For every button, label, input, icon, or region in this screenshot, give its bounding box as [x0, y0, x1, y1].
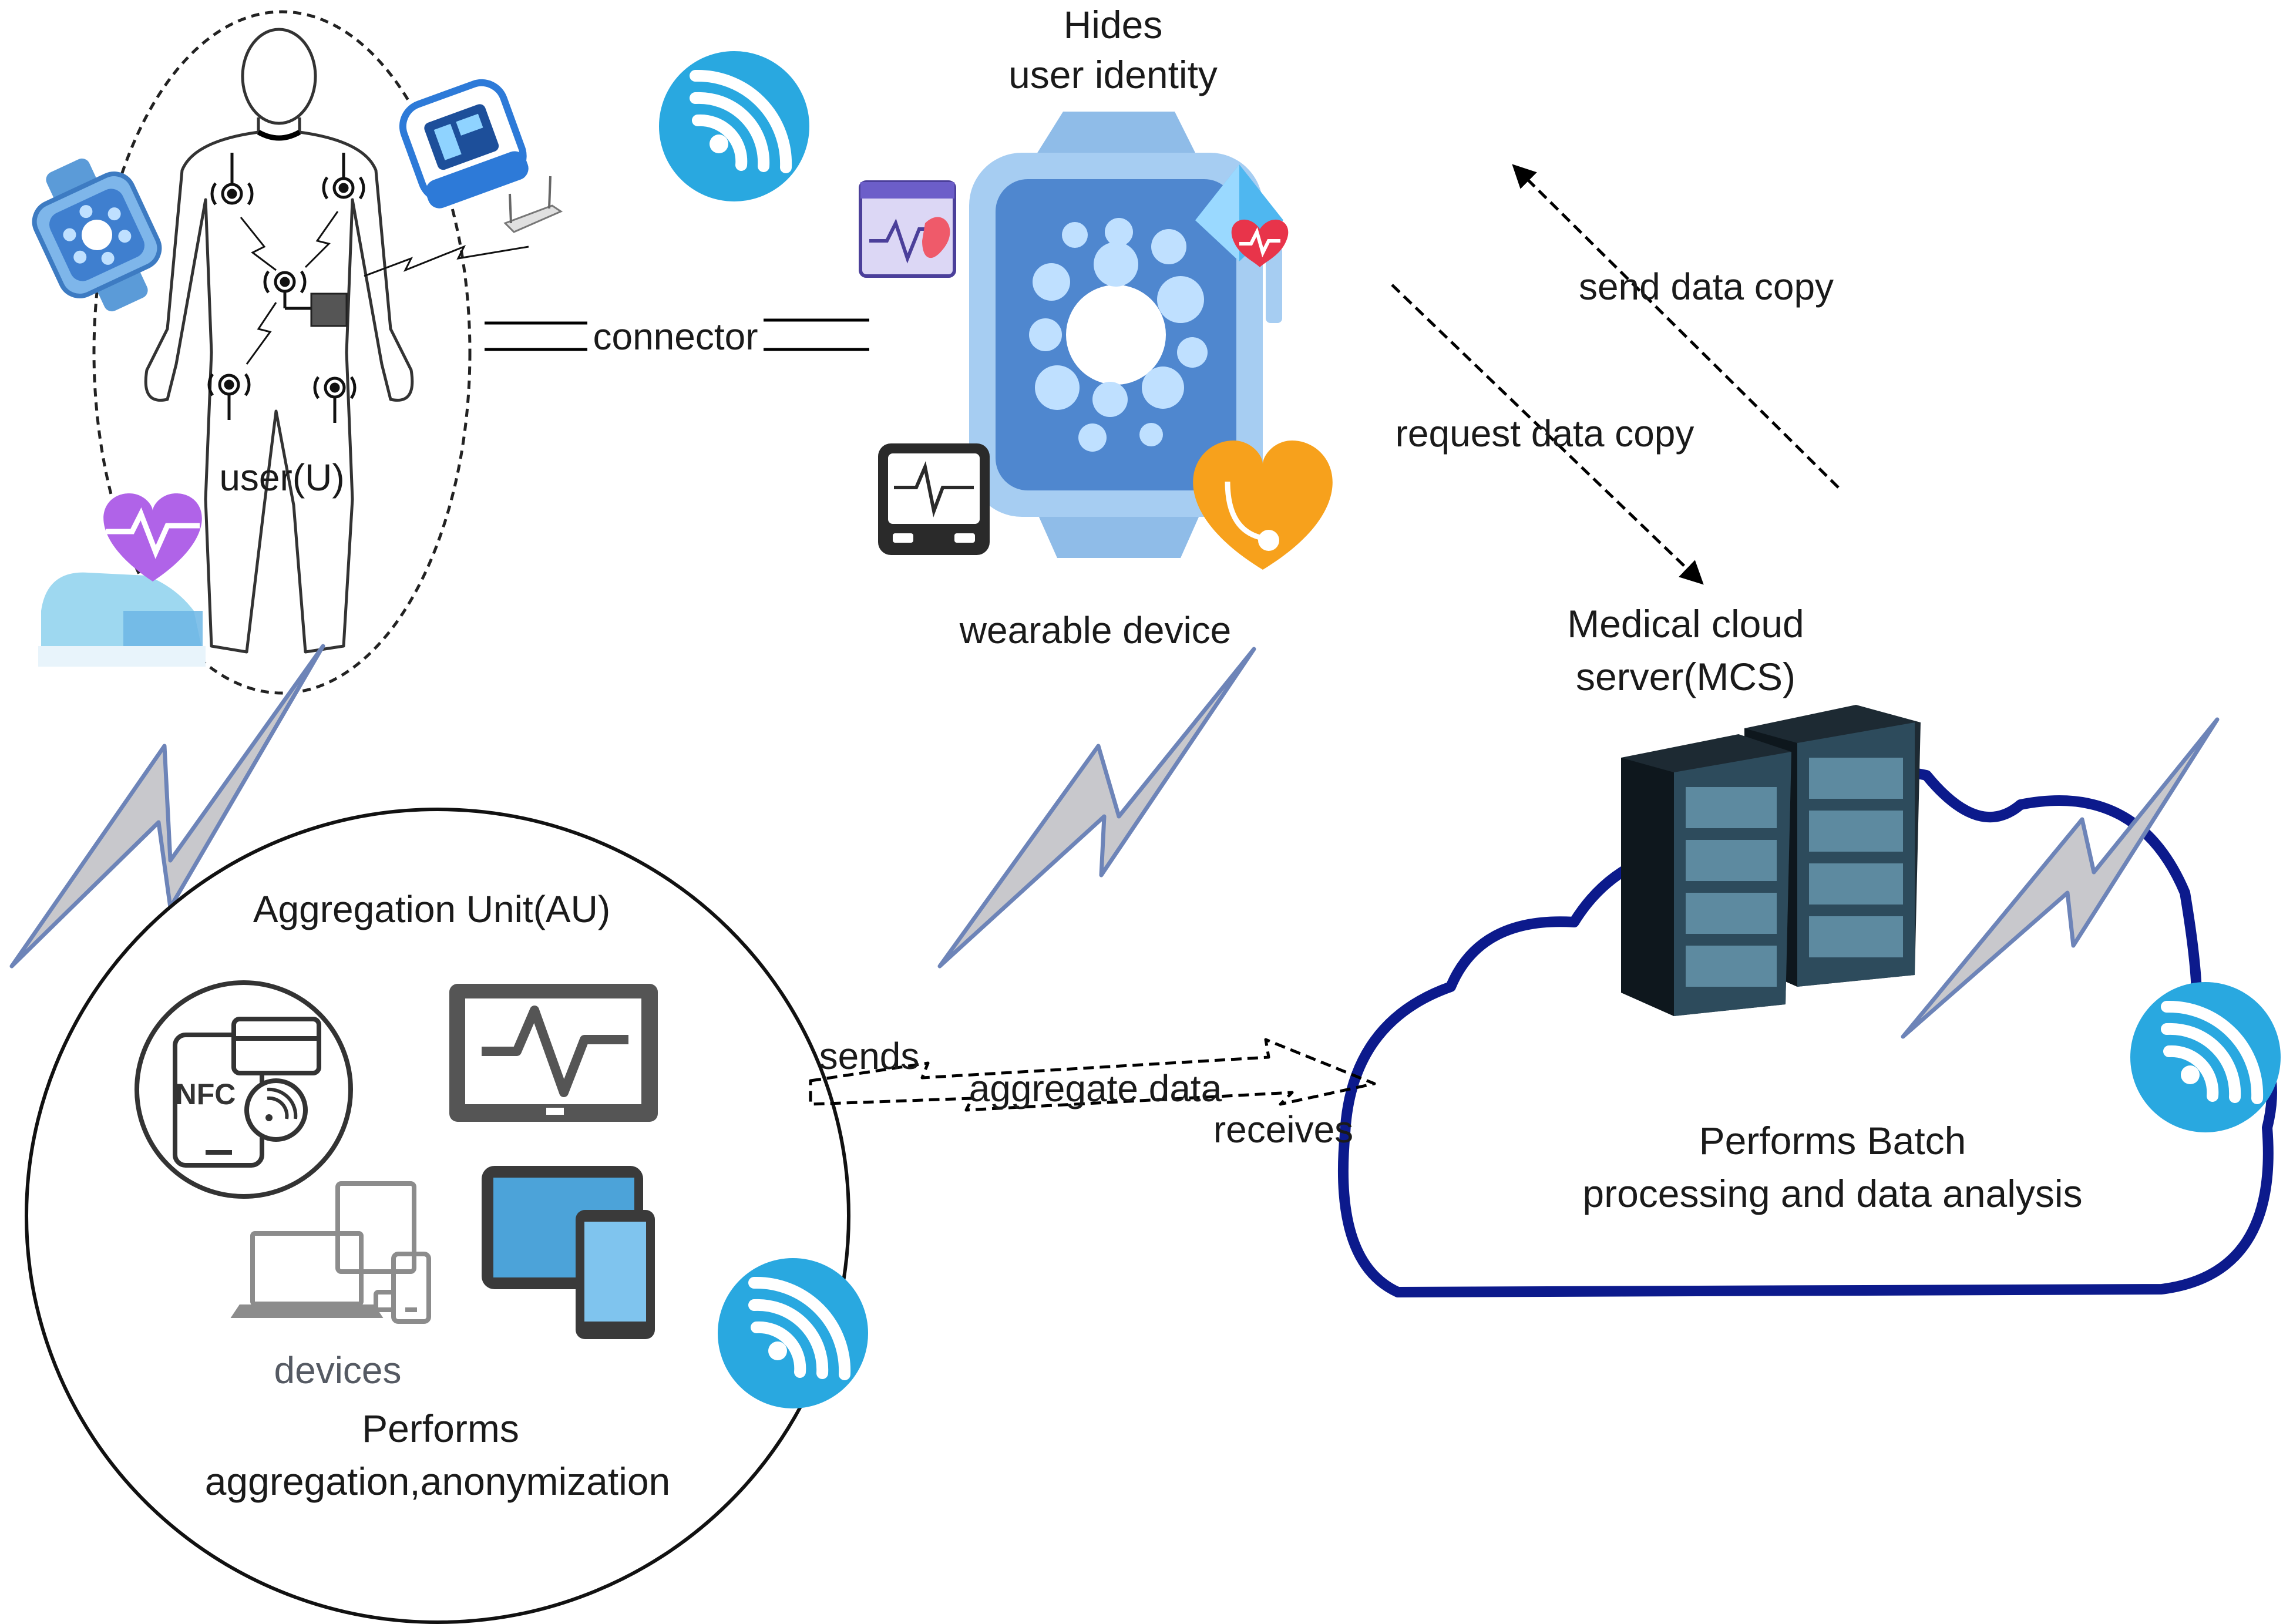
wearable-title: Hides user identity: [1008, 3, 1218, 96]
heart-stethoscope-icon: [1193, 441, 1333, 570]
send-data-label: send data copy: [1579, 265, 1834, 308]
nfc-phone-icon: NFC: [135, 980, 353, 1199]
performs-line2: aggregation,anonymization: [205, 1460, 671, 1503]
request-data-label: request data copy: [1396, 412, 1694, 455]
wearable-caption: wearable device: [959, 609, 1232, 651]
aggregate-flow-arrow: [809, 1038, 1376, 1112]
devices-label: devices: [274, 1349, 402, 1391]
sends-label: sends: [819, 1035, 920, 1077]
receives-label: receives: [1213, 1108, 1353, 1151]
request-data-arrow: [1391, 284, 1704, 585]
waveform-monitor-icon: [449, 984, 658, 1122]
wifi-badge-aggregation: [718, 1258, 868, 1408]
server-title-line2: server(MCS): [1576, 655, 1796, 698]
connector-label: connector: [593, 315, 758, 358]
body-sensors: [207, 153, 529, 423]
aggregation-unit: Aggregation Unit(AU) NFC: [25, 808, 868, 1624]
small-smartwatch-icon: [32, 158, 162, 312]
body-hub-chip: [310, 292, 348, 327]
lightning-bolt-wearable: [937, 647, 1256, 969]
pulse-oximeter-icon: [399, 79, 529, 209]
wifi-badge-top: [659, 51, 809, 201]
heart-rate-icon: [103, 493, 202, 581]
server-rack-icon-front: [1621, 734, 1791, 1016]
user-boundary-ellipse: [92, 10, 472, 695]
wearable-smartwatch-icon: [969, 112, 1282, 558]
wearable-title-line1: Hides: [1064, 3, 1163, 46]
user-body-group: user(U): [32, 10, 563, 695]
user-label: user(U): [219, 456, 344, 499]
cloud-text-line2: processing and data analysis: [1582, 1172, 2082, 1215]
cardio-app-icon: [859, 180, 956, 278]
devices-icon: [230, 1181, 431, 1324]
wearable-title-line2: user identity: [1008, 53, 1218, 96]
cloud-text-line1: Performs Batch: [1699, 1119, 1966, 1162]
connector-link: [485, 318, 869, 351]
tablet-phone-icon: [482, 1166, 655, 1339]
smart-shoe-icon: [38, 572, 206, 667]
performs-line1: Performs: [362, 1407, 519, 1450]
lightning-bolt-cloud: [1901, 717, 2220, 1039]
human-body-icon: [144, 28, 414, 654]
ecg-monitor-icon: [878, 443, 990, 555]
wifi-badge-cloud: [2130, 982, 2281, 1132]
send-data-arrow: [1512, 164, 1840, 489]
nfc-text: NFC: [176, 1078, 236, 1111]
router-icon: [503, 176, 563, 233]
aggregation-title: Aggregation Unit(AU): [253, 888, 610, 930]
health-diamond-icon: [1195, 164, 1289, 267]
aggregate-data-label: aggregate data: [969, 1067, 1222, 1109]
server-title-line1: Medical cloud: [1567, 602, 1804, 645]
